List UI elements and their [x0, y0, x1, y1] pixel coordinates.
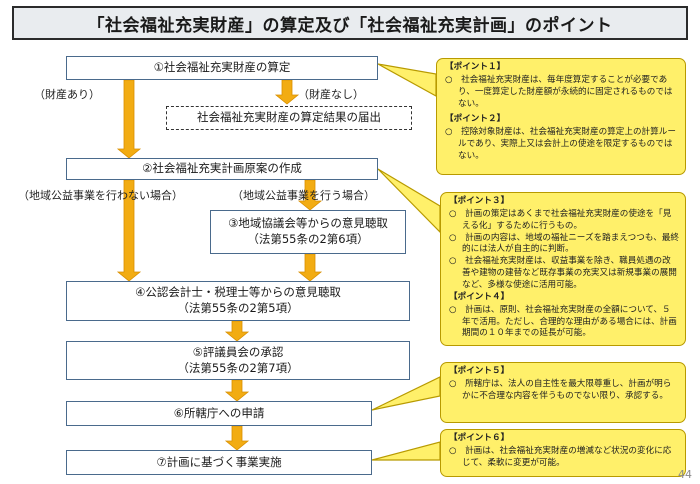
branch-chiiki-ari: （地域公益事業を行う場合）	[232, 189, 375, 202]
branch-chiiki-nashi: （地域公益事業を行わない場合）	[18, 189, 183, 202]
step-5-law: （法第55条の2第7項）	[177, 360, 299, 375]
step-1-box: ①社会福祉充実財産の算定	[66, 56, 378, 80]
point-2-text: ○ 控除対象財産は、社会福祉充実財産の算定上の計算ルールであり、実際上又は会計上…	[445, 127, 676, 162]
step-5-box: ⑤評議員会の承認 （法第55条の2第7項）	[66, 341, 410, 380]
arrow-3-4	[297, 253, 323, 282]
step-4-law: （法第55条の2第5項）	[177, 301, 299, 315]
point-3-text-3: ○ 社会福祉充実財産は、収益事業を除き、職員処遇の改善や建物の建替など既存事業の…	[449, 256, 677, 291]
step-6-label: ⑥所轄庁への申請	[173, 405, 265, 420]
point-6-text: ○ 計画は、社会福祉充実財産の増減など状況の変化に応じて、柔軟に変更が可能。	[449, 445, 672, 468]
arrow-chiiki-nashi	[116, 179, 142, 282]
callout-point-1-2: 【ポイント１】 ○ 社会福祉充実財産は、毎年度算定することが必要であり、一度算定…	[436, 58, 686, 175]
callout-point-5: 【ポイント５】 ○ 所轄庁は、法人の自主性を最大限尊重し、計画が明らかに不合理な…	[440, 362, 686, 423]
branch-zaisan-ari: （財産あり）	[34, 88, 100, 101]
step-7-label: ⑦計画に基づく事業実施	[156, 454, 282, 469]
point-3-heading: 【ポイント３】	[449, 196, 510, 206]
step-4-label: ④公認会計士・税理士等からの意見聴取	[135, 285, 341, 300]
callout-point-6: 【ポイント６】 ○ 計画は、社会福祉充実財産の増減など状況の変化に応じて、柔軟に…	[440, 429, 686, 477]
point-4-heading: 【ポイント４】	[449, 291, 510, 302]
point-3-text-2: ○ 計画の内容は、地域の福祉ニーズを踏まえつつも、最終的には法人が自主的に判断。	[449, 232, 679, 255]
kekka-todoke-box: 社会福祉充実財産の算定結果の届出	[166, 106, 412, 130]
point-4-text: ○ 計画は、原則、社会福祉充実財産の全額について、５年で活用。ただし、合理的な理…	[449, 304, 677, 339]
point-1-text: ○ 社会福祉充実財産は、毎年度算定することが必要であり、一度算定した財産額が永続…	[445, 74, 673, 109]
point-5-heading: 【ポイント５】	[449, 366, 510, 376]
arrow-chiiki-ari	[297, 179, 323, 211]
step-2-label: ②社会福祉充実計画原案の作成	[142, 161, 302, 176]
step-7-box: ⑦計画に基づく事業実施	[66, 450, 372, 475]
callout-point-3-4: 【ポイント３】 ○ 計画の策定はあくまで社会福祉充実財産の使途を「見える化」する…	[440, 192, 686, 346]
step-1-label: ①社会福祉充実財産の算定	[153, 60, 291, 75]
callout-3-pointer	[371, 376, 441, 411]
point-6-heading: 【ポイント６】	[449, 433, 510, 443]
point-2-heading: 【ポイント２】	[445, 114, 506, 125]
point-1-heading: 【ポイント１】	[445, 62, 506, 72]
step-6-box: ⑥所轄庁への申請	[66, 401, 372, 426]
arrow-4-5	[224, 320, 250, 342]
point-3-text-1: ○ 計画の策定はあくまで社会福祉充実財産の使途を「見える化」するために行うもの。	[449, 208, 672, 231]
arrow-zaisan-nashi	[274, 79, 300, 105]
arrow-zaisan-ari	[116, 79, 142, 159]
callout-1-pointer	[377, 63, 437, 98]
callout-4-pointer	[371, 441, 441, 461]
step-3-label: ③地域協議会等からの意見聴取	[228, 216, 388, 231]
page-number: 44	[678, 468, 692, 481]
point-5-text: ○ 所轄庁は、法人の自主性を最大限尊重し、計画が明らかに不合理な内容を伴うもので…	[449, 378, 672, 401]
page-title: 「社会福祉充実財産」の算定及び「社会福祉充実計画」のポイント	[12, 6, 688, 40]
step-4-box: ④公認会計士・税理士等からの意見聴取 （法第55条の2第5項）	[66, 281, 410, 321]
step-3-law: （法第55条の2第6項）	[247, 232, 369, 246]
kekka-todoke-label: 社会福祉充実財産の算定結果の届出	[197, 110, 381, 125]
arrow-6-7	[224, 425, 250, 451]
step-3-box: ③地域協議会等からの意見聴取 （法第55条の2第6項）	[210, 210, 406, 254]
branch-zaisan-nashi: （財産なし）	[298, 88, 364, 101]
arrow-5-6	[224, 379, 250, 402]
step-5-label: ⑤評議員会の承認	[192, 344, 284, 359]
step-2-box: ②社会福祉充実計画原案の作成	[66, 158, 378, 180]
